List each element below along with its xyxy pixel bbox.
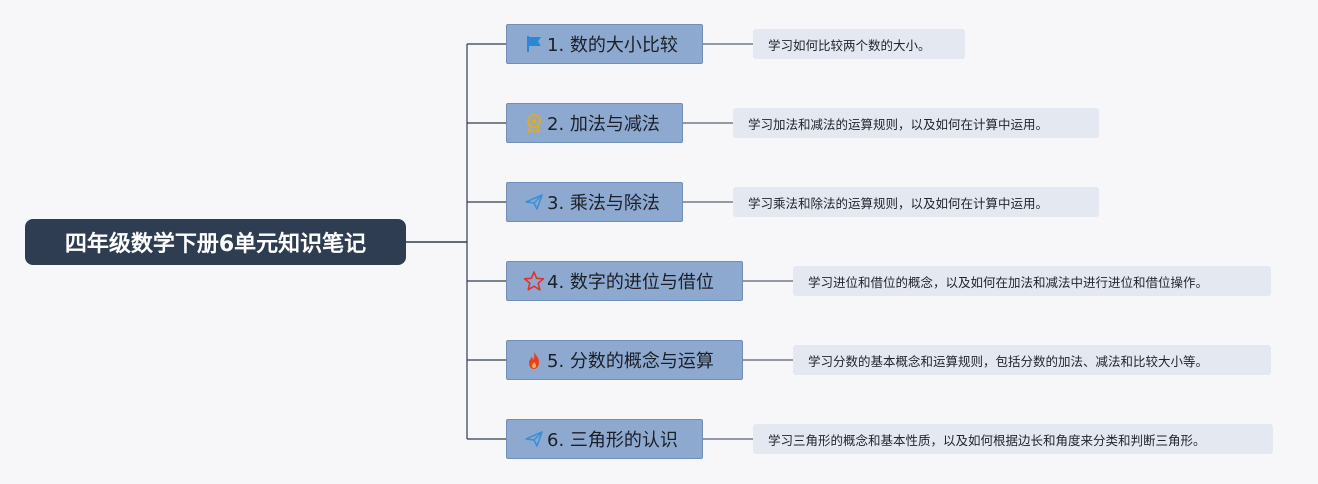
topic-6-note[interactable]: 学习三角形的概念和基本性质，以及如何根据边长和角度来分类和判断三角形。 (753, 424, 1273, 454)
paper-plane-icon (523, 428, 545, 450)
topic-2-note-text: 学习加法和减法的运算规则，以及如何在计算中运用。 (748, 116, 1049, 132)
topic-4-label: 4. 数字的进位与借位 (547, 272, 714, 293)
topic-5-note[interactable]: 学习分数的基本概念和运算规则，包括分数的加法、减法和比较大小等。 (793, 345, 1271, 375)
root-topic[interactable]: 四年级数学下册6单元知识笔记 (25, 219, 406, 265)
topic-6[interactable]: 6. 三角形的认识 (506, 419, 703, 459)
topic-4-note-text: 学习进位和借位的概念，以及如何在加法和减法中进行进位和借位操作。 (808, 274, 1209, 290)
star-icon (523, 270, 545, 292)
topic-5-note-text: 学习分数的基本概念和运算规则，包括分数的加法、减法和比较大小等。 (808, 353, 1209, 369)
topic-5-label: 5. 分数的概念与运算 (547, 351, 714, 372)
fire-icon (523, 349, 545, 371)
topic-2-note[interactable]: 学习加法和减法的运算规则，以及如何在计算中运用。 (733, 108, 1099, 138)
topic-3-label: 3. 乘法与除法 (547, 193, 660, 214)
award-icon (523, 112, 545, 134)
topic-4-note[interactable]: 学习进位和借位的概念，以及如何在加法和减法中进行进位和借位操作。 (793, 266, 1271, 296)
topic-4[interactable]: 4. 数字的进位与借位 (506, 261, 743, 301)
topic-1-note[interactable]: 学习如何比较两个数的大小。 (753, 29, 965, 59)
paper-plane-icon (523, 191, 545, 213)
topic-3-note[interactable]: 学习乘法和除法的运算规则，以及如何在计算中运用。 (733, 187, 1099, 217)
topic-3-note-text: 学习乘法和除法的运算规则，以及如何在计算中运用。 (748, 195, 1049, 211)
topic-1[interactable]: 1. 数的大小比较 (506, 24, 703, 64)
topic-3[interactable]: 3. 乘法与除法 (506, 182, 683, 222)
topic-6-label: 6. 三角形的认识 (547, 430, 678, 451)
root-title: 四年级数学下册6单元知识笔记 (64, 232, 367, 257)
topic-6-note-text: 学习三角形的概念和基本性质，以及如何根据边长和角度来分类和判断三角形。 (768, 432, 1206, 448)
topic-1-label: 1. 数的大小比较 (547, 35, 678, 56)
topic-2[interactable]: 2. 加法与减法 (506, 103, 683, 143)
flag-icon (523, 33, 545, 55)
topic-2-label: 2. 加法与减法 (547, 114, 660, 135)
topic-1-note-text: 学习如何比较两个数的大小。 (768, 37, 931, 53)
topic-5[interactable]: 5. 分数的概念与运算 (506, 340, 743, 380)
